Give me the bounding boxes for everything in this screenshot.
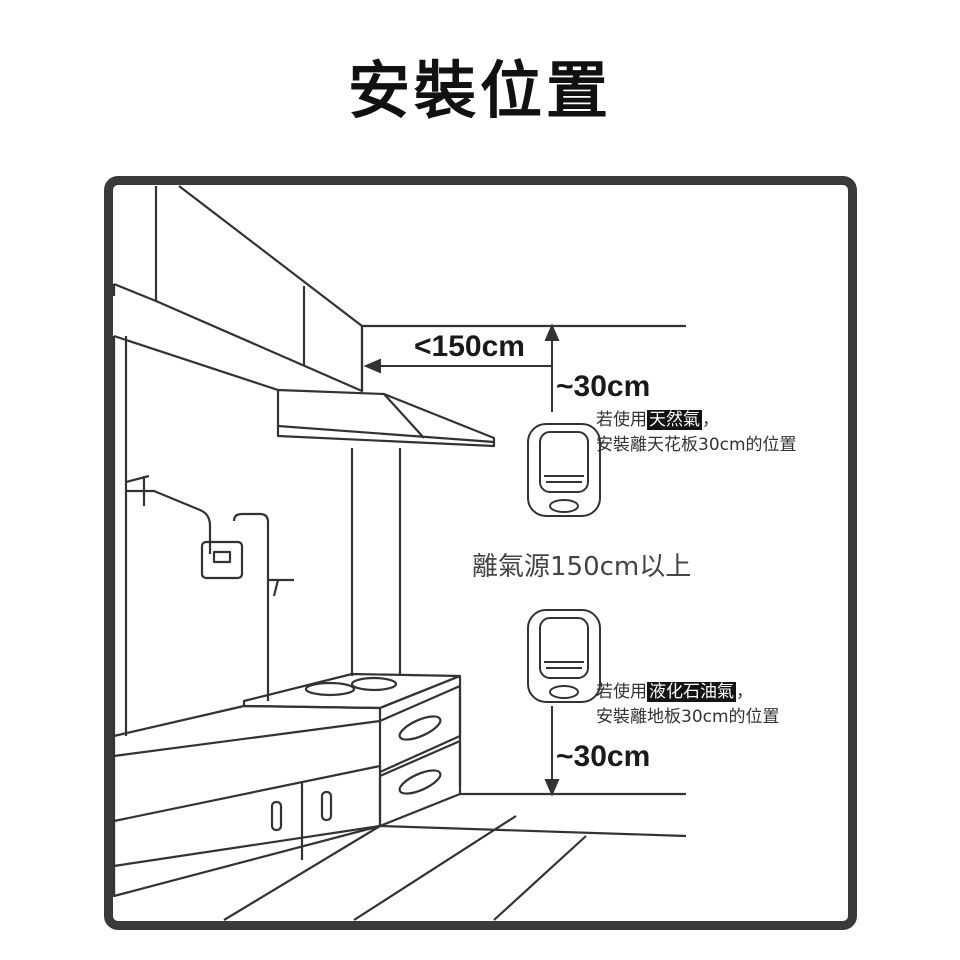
natural-gas-note: 若使用天然氣， 安裝離天花板30cm的位置 xyxy=(596,410,797,455)
gas-detector-lower xyxy=(527,609,601,703)
page-title: 安裝位置 xyxy=(347,54,612,127)
lpg-note: 若使用液化石油氣， 安裝離地板30cm的位置 xyxy=(596,682,780,727)
counter xyxy=(112,704,382,758)
gas-meter xyxy=(200,540,244,580)
gas-detector-upper xyxy=(527,423,601,517)
range-hood xyxy=(276,388,496,448)
natural-gas-highlight: 天然氣 xyxy=(647,410,702,430)
floor-distance-label: ~30cm xyxy=(556,740,651,773)
drawer-top xyxy=(378,684,462,774)
lpg-highlight: 液化石油氣 xyxy=(647,682,736,702)
source-distance-label: 離氣源150cm以上 xyxy=(472,552,692,582)
kitchen-illustration xyxy=(112,185,687,921)
ceiling-distance-label: ~30cm xyxy=(556,370,651,403)
horizontal-distance-label: <150cm xyxy=(414,330,525,363)
gas-pipe xyxy=(126,489,270,701)
